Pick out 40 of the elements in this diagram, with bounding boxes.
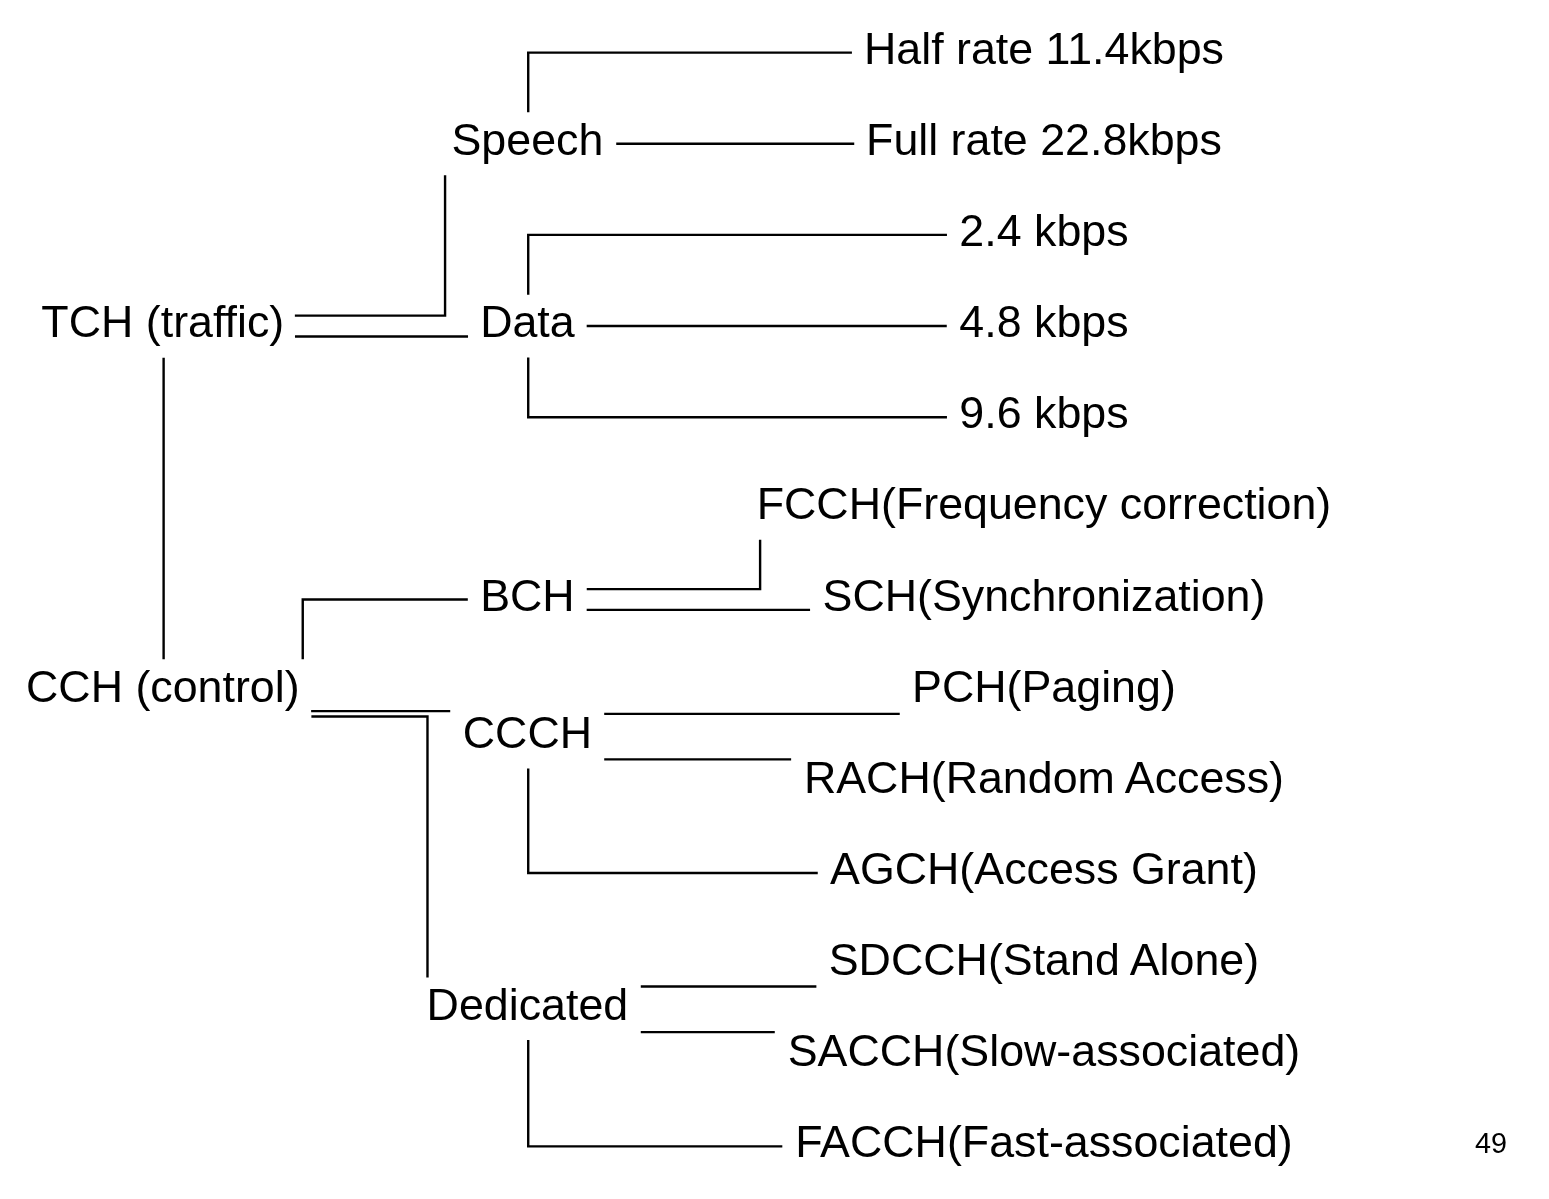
node-text: AGCH(Access Grant) — [830, 842, 1258, 893]
connector — [311, 709, 451, 713]
connector — [640, 985, 817, 988]
connector — [604, 758, 792, 761]
connector — [311, 715, 429, 978]
node-text: Speech — [451, 113, 604, 164]
connector — [586, 539, 762, 591]
label: 49 — [1474, 1127, 1507, 1160]
node-text: RACH(Random Access) — [803, 751, 1285, 802]
node-text: 9.6 kbps — [959, 387, 1129, 438]
node-text: SCH(Synchronization) — [822, 569, 1266, 620]
connector — [527, 768, 818, 875]
node-text: FACCH(Fast-associated) — [795, 1116, 1293, 1167]
node-text: Data — [480, 296, 575, 347]
node-text: Full rate 22.8kbps — [866, 113, 1222, 164]
node-text: FCCH(Frequency correction) — [756, 478, 1332, 529]
node-text: Half rate 11.4kbps — [863, 22, 1224, 73]
connector — [301, 598, 468, 660]
connector — [294, 335, 469, 338]
connector — [586, 608, 811, 612]
connector — [294, 175, 447, 317]
node-text: SACCH(Slow-associated) — [787, 1025, 1301, 1076]
node-text: 2.4 kbps — [959, 204, 1129, 255]
node-text: PCH(Paging) — [912, 660, 1176, 711]
node-text: BCH — [480, 569, 575, 620]
node-text: 4.8 kbps — [959, 296, 1129, 347]
node-text: CCH (control) — [26, 660, 300, 711]
connector — [640, 1030, 775, 1034]
connector — [527, 51, 852, 113]
connector — [527, 233, 947, 295]
node-text: Dedicated — [426, 978, 629, 1029]
connector — [616, 142, 855, 145]
connector — [527, 1040, 783, 1148]
node-text: TCH (traffic) — [41, 296, 285, 347]
node-text: CCCH — [462, 707, 593, 758]
connector — [162, 357, 165, 660]
connector — [586, 324, 947, 328]
connector — [604, 712, 900, 716]
node-text: SDCCH(Stand Alone) — [828, 934, 1260, 985]
connector — [527, 357, 947, 419]
